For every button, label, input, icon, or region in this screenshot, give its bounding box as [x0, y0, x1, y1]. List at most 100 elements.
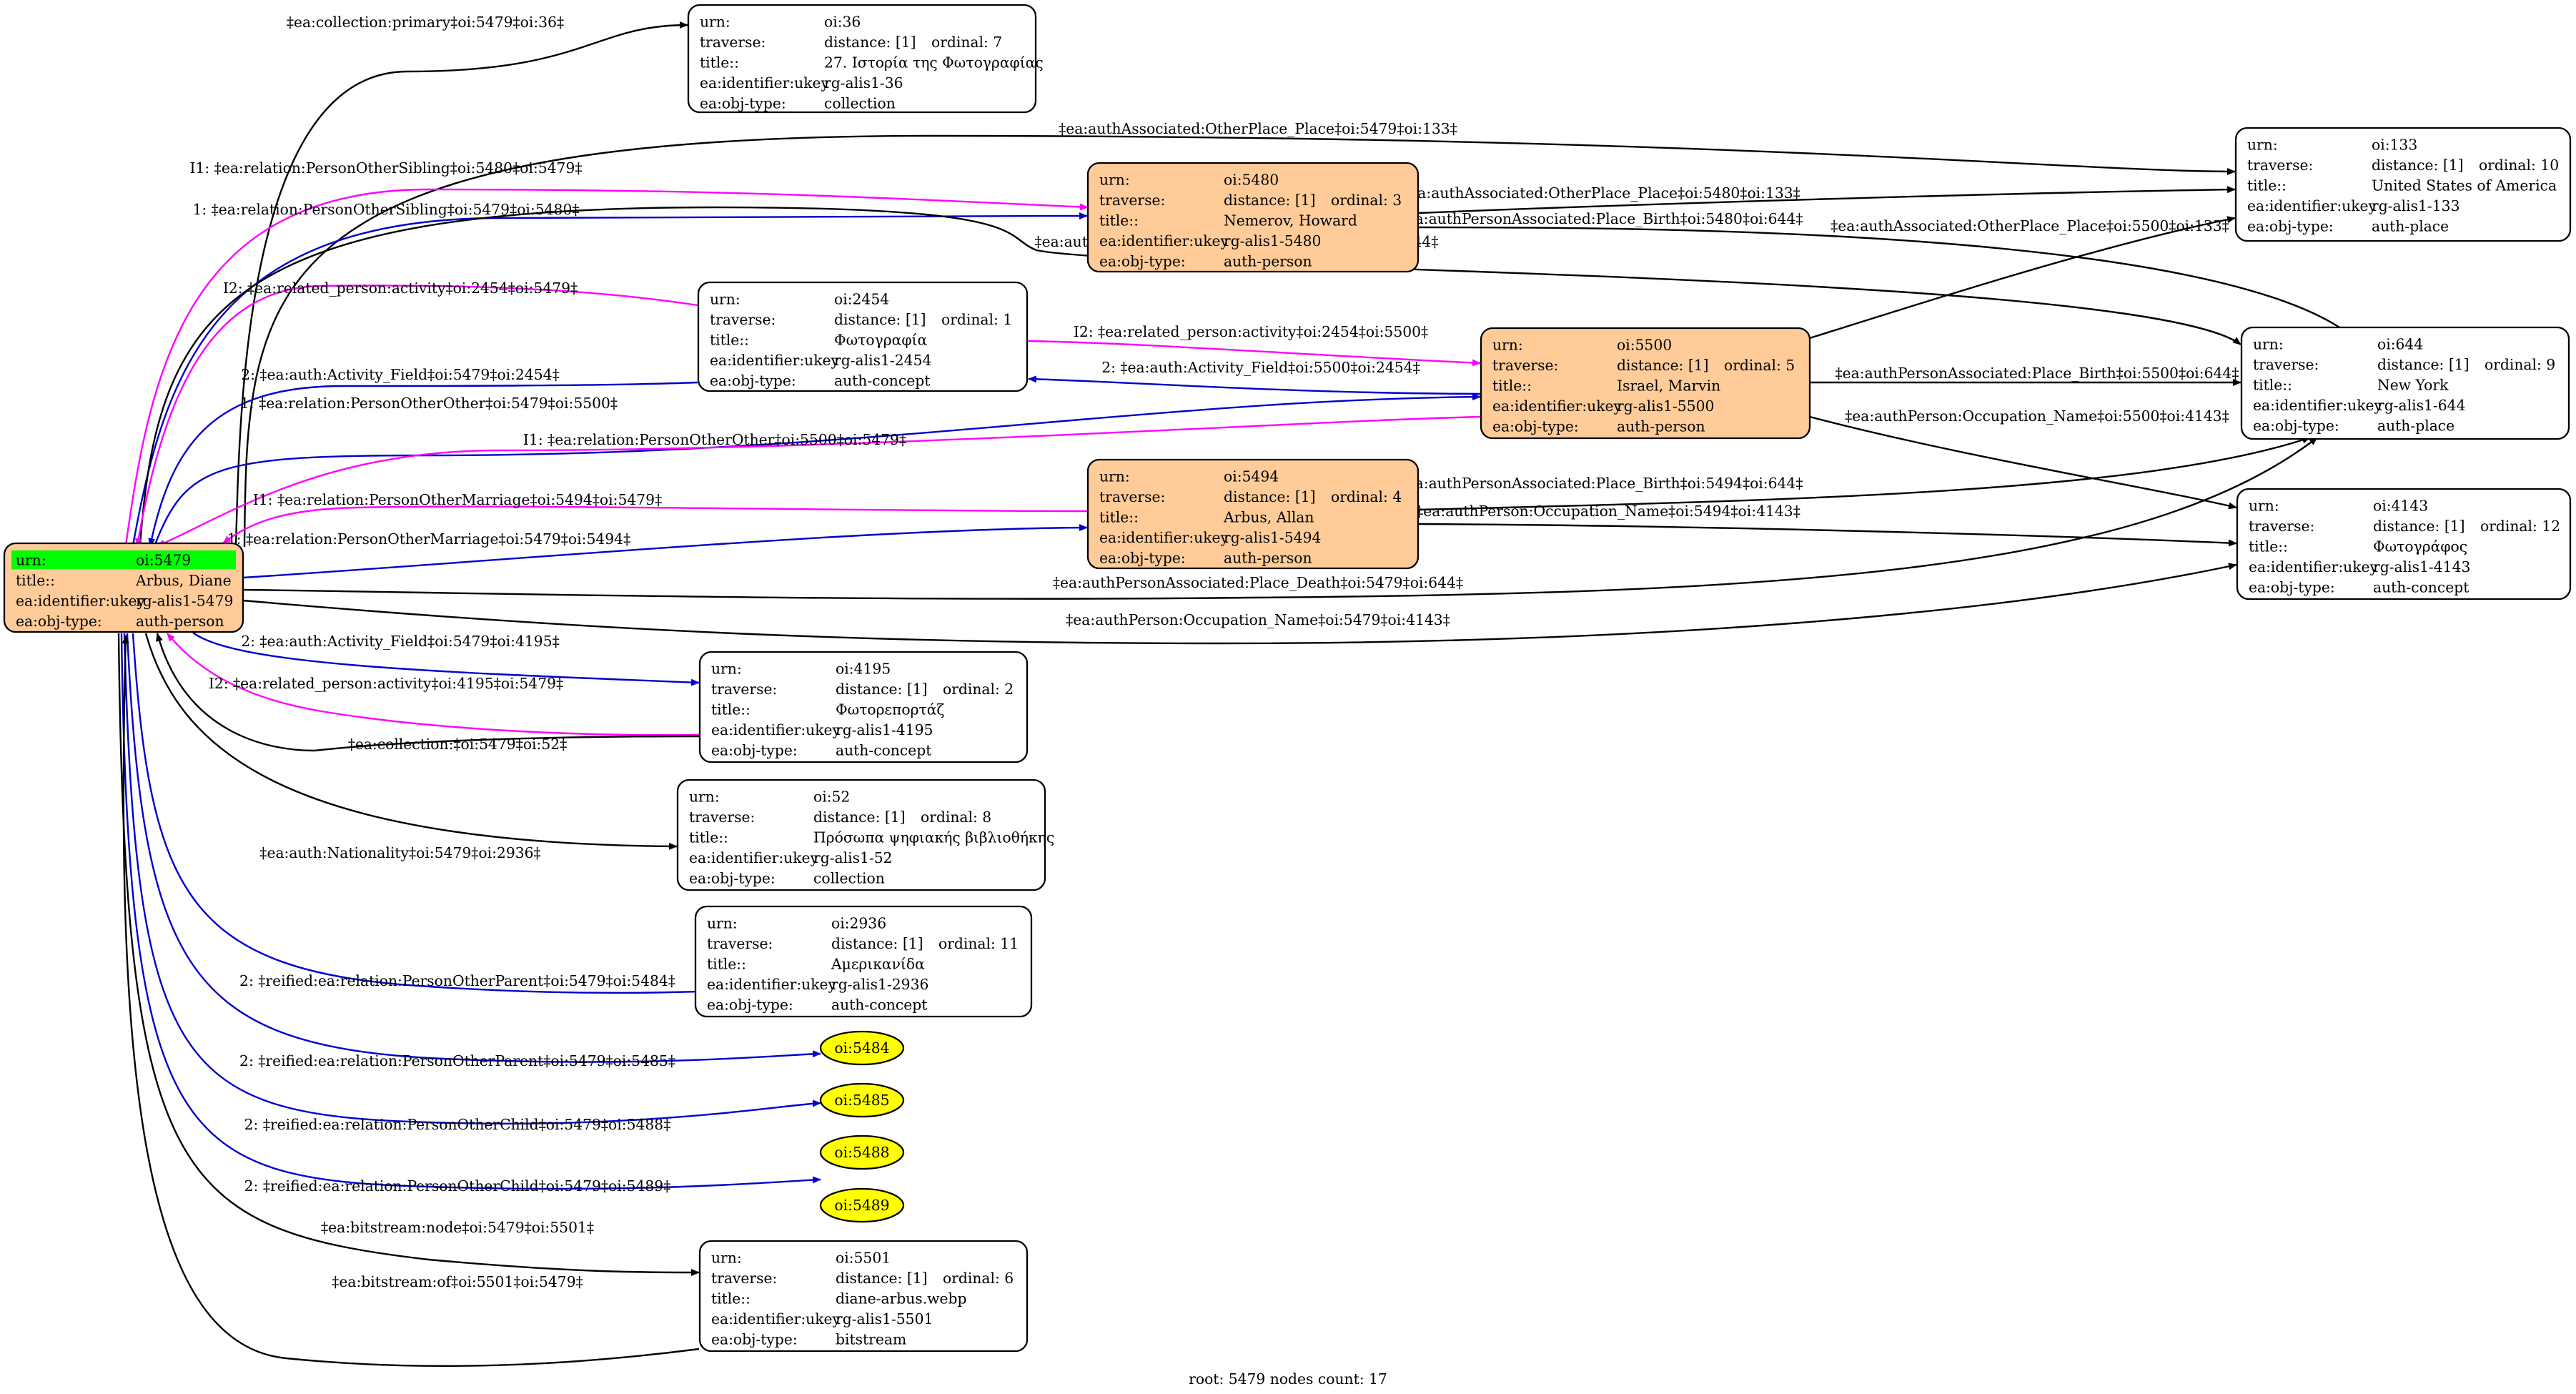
row-key: title::: [710, 332, 749, 349]
edge-line: [1028, 375, 1481, 395]
row-key: title::: [2249, 538, 2288, 555]
edge-direct: 1: ‡ea:relation:PersonOtherMarriage‡oi:5…: [227, 524, 1088, 579]
row-key: ea:obj-type:: [710, 372, 796, 390]
edge-label: ‡ea:authPerson:Occupation_Name‡oi:5500‡o…: [1845, 407, 2229, 425]
edge-default: ‡ea:authPersonAssociated:Place_Birth‡oi:…: [1400, 210, 2352, 337]
row-key: traverse:: [689, 809, 755, 826]
edges-layer: ‡ea:collection:primary‡oi:5479‡oi:36‡‡ea…: [117, 14, 2352, 1367]
row-value: auth-place: [2372, 218, 2449, 235]
row-key: urn:: [2247, 137, 2278, 154]
edge-line: [1417, 226, 2352, 337]
row-key: urn:: [707, 915, 738, 932]
edge-line: [1417, 186, 2236, 214]
edge-line: [120, 633, 821, 1190]
edge-default: ‡ea:authAssociated:OtherPlace_Place‡oi:5…: [1402, 184, 2236, 214]
edge-inverse: I2: ‡ea:related_person:activity‡oi:4195‡…: [167, 633, 700, 736]
edge-direct: 2: ‡ea:auth:Activity_Field‡oi:5500‡oi:24…: [1028, 359, 1481, 395]
edge-line: [126, 633, 821, 1063]
edge-default: ‡ea:authPersonAssociated:Place_Birth‡oi:…: [1400, 436, 2311, 511]
row-value: auth-concept: [831, 997, 927, 1014]
edge-label: ‡ea:authPersonAssociated:Place_Birth‡oi:…: [1836, 365, 2239, 382]
graph-footer: root: 5479 nodes count: 17: [1189, 1370, 1387, 1388]
row-key: title::: [689, 829, 728, 846]
node-ellipse-oi-5488[interactable]: oi:5488: [819, 1135, 905, 1170]
row-key: ea:identifier:ukey: [700, 74, 830, 92]
edge-line: [242, 437, 2318, 600]
row-key: ea:identifier:ukey: [1099, 232, 1229, 249]
ellipse-shape: [819, 1030, 905, 1066]
edge-direct: 1: ‡ea:relation:PersonOtherOther‡oi:5479…: [153, 393, 1481, 547]
row-ordinal: ordinal: 6: [943, 1270, 1014, 1287]
edge-default: ‡ea:authPerson:Occupation_Name‡oi:5500‡o…: [1809, 407, 2237, 510]
ellipse-label: oi:5484: [834, 1039, 889, 1057]
ellipse-label: oi:5489: [834, 1197, 889, 1214]
row-value: bitstream: [836, 1331, 906, 1348]
row-value: oi:52: [813, 789, 850, 806]
edge-label: ‡ea:auth:Nationality‡oi:5479‡oi:2936‡: [259, 844, 540, 861]
row-value: collection: [813, 870, 885, 887]
row-value: distance: [1]: [836, 1270, 928, 1287]
edge-label: ‡ea:authAssociated:OtherPlace_Place‡oi:5…: [1831, 217, 2229, 234]
edge-default: ‡ea:authPersonAssociated:Place_Death‡oi:…: [242, 437, 2318, 600]
row-value: rg-alis1-5494: [1224, 529, 1321, 546]
row-value: United States of America: [2372, 177, 2557, 194]
row-value: oi:5501: [836, 1250, 891, 1267]
edge-label: I1: ‡ea:relation:PersonOtherOther‡oi:550…: [523, 431, 906, 448]
edge-default: ‡ea:collection:‡oi:5479‡oi:52‡: [156, 633, 700, 753]
node-ellipse-oi-5484[interactable]: oi:5484: [819, 1030, 905, 1066]
row-value: auth-concept: [836, 742, 931, 759]
row-value: Φωτογραφία: [834, 332, 927, 349]
edge-label: I1: ‡ea:relation:PersonOtherSibling‡oi:5…: [189, 159, 582, 177]
node-box: [2234, 127, 2572, 242]
edge-line: [242, 563, 2237, 645]
row-key: ea:identifier:ukey: [707, 976, 837, 993]
edge-line: [243, 134, 2236, 548]
row-value: distance: [1]: [2372, 157, 2464, 174]
edge-direct: 2: ‡reified:ea:relation:PersonOtherParen…: [126, 633, 821, 1069]
edge-line: [132, 212, 1088, 546]
edge-line: [222, 505, 1089, 544]
edge-label: 2: ‡ea:auth:Activity_Field‡oi:5500‡oi:24…: [1101, 359, 1420, 376]
edge-label: I1: ‡ea:relation:PersonOtherMarriage‡oi:…: [253, 491, 662, 508]
row-key: traverse:: [700, 34, 766, 51]
edge-line: [144, 633, 678, 850]
row-key: ea:identifier:ukey: [2247, 197, 2377, 214]
node-box: [1086, 458, 1420, 570]
row-key: traverse:: [2247, 157, 2313, 174]
node-ellipse-oi-5489[interactable]: oi:5489: [819, 1187, 905, 1223]
row-key: ea:identifier:ukey: [711, 721, 841, 738]
row-value: auth-concept: [2373, 579, 2469, 596]
row-key: ea:identifier:ukey: [1492, 397, 1623, 415]
edge-line: [117, 633, 700, 1276]
row-key: ea:obj-type:: [1099, 550, 1186, 567]
edge-label: 1: ‡ea:relation:PersonOtherMarriage‡oi:5…: [227, 530, 630, 548]
node-box: [697, 281, 1029, 392]
edge-label: ‡ea:authPerson:Occupation_Name‡oi:5479‡o…: [1066, 611, 1450, 628]
row-value: distance: [1]: [813, 809, 906, 826]
edge-default: ‡ea:authAssociated:OtherPlace_Place‡oi:5…: [1809, 216, 2236, 340]
row-key: title::: [711, 701, 750, 718]
row-ordinal: ordinal: 10: [2479, 157, 2559, 174]
row-key: title::: [700, 54, 739, 71]
row-value: oi:2454: [834, 291, 889, 308]
row-ordinal: ordinal: 3: [1331, 192, 1402, 209]
row-key: ea:identifier:ukey: [16, 593, 146, 610]
row-value: diane-arbus.webp: [836, 1290, 967, 1308]
row-value: auth-person: [1617, 418, 1705, 435]
row-key: traverse:: [707, 935, 773, 952]
node-ellipse-oi-5485[interactable]: oi:5485: [819, 1082, 905, 1118]
